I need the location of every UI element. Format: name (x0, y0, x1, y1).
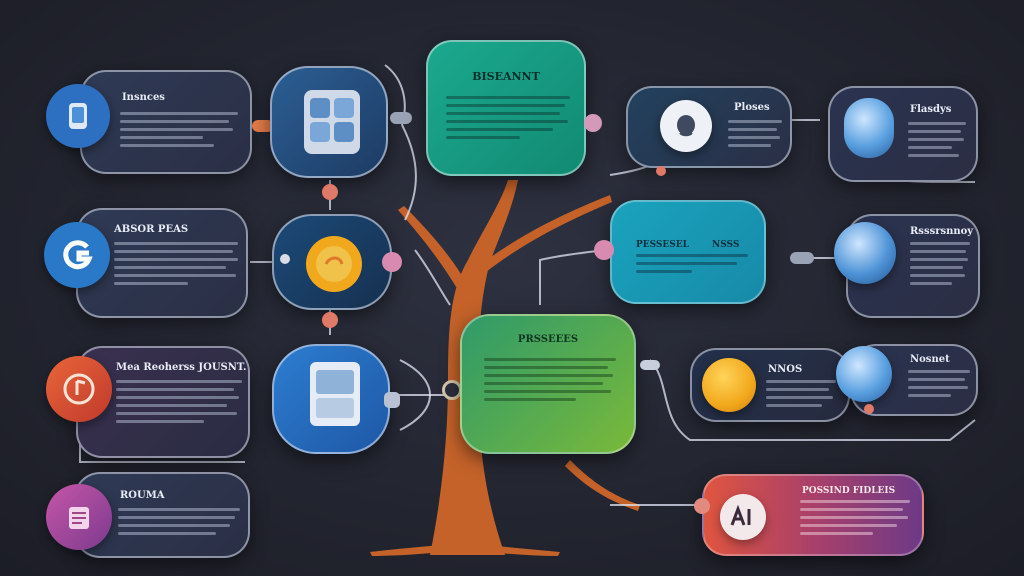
link-knob (280, 254, 290, 264)
card-title: PRSSEEES (517, 334, 579, 345)
card-low-left: Mea Reoherss JOUSNT. (76, 346, 250, 458)
link-pill (384, 392, 400, 408)
ai-badge-icon (720, 494, 766, 540)
card-text-lines (118, 508, 240, 540)
link-pill (790, 252, 814, 264)
tree-root-left (370, 545, 445, 556)
card-title: Ploses (734, 102, 770, 113)
tree-branch-low (565, 460, 640, 511)
card-title: PESSESEL (636, 240, 689, 250)
card-text-lines (908, 370, 970, 402)
card-text-lines (484, 358, 616, 406)
orange-orb-icon (702, 358, 756, 412)
card-title-secondary: NSSS (712, 240, 740, 250)
link-pill (640, 360, 660, 370)
card-title: Nosnet (910, 354, 950, 365)
card-text-lines (446, 96, 570, 144)
link-knob (864, 404, 874, 414)
link-pill (390, 112, 412, 124)
crystal-ball-icon (836, 346, 892, 402)
card-title: NNOS (768, 364, 803, 375)
glass-orb-icon (834, 222, 896, 284)
card-top-center: BISEANNT (426, 40, 586, 176)
card-title: Rsssrsnnoy (910, 226, 974, 237)
card-mid-right-cyan: PESSESEL NSSS (610, 200, 766, 304)
card-text-lines (636, 254, 748, 278)
grid-app-icon (270, 66, 388, 178)
link-knob (382, 252, 402, 272)
link-knob (322, 312, 338, 328)
link-knob (694, 498, 710, 514)
card-title: ROUMA (120, 490, 165, 501)
card-title: Insnces (122, 92, 165, 103)
sun-badge-icon (272, 214, 392, 310)
music-note-icon (46, 356, 112, 422)
link-knob (442, 380, 462, 400)
card-text-lines (120, 112, 238, 152)
link-knob (322, 184, 338, 200)
card-title: POSSIND FIDLEIS (802, 486, 896, 496)
card-text-lines (766, 380, 836, 412)
card-text-lines (908, 122, 966, 162)
card-text-lines (114, 242, 238, 290)
card-bottom-right: POSSIND FIDLEIS (702, 474, 924, 556)
link-knob (584, 114, 602, 132)
tree-branch-right (480, 195, 612, 272)
card-title: Mea Reoherss JOUSNT. (116, 362, 247, 373)
link-pill (252, 120, 274, 132)
crystal-ball-icon (844, 98, 894, 158)
phone-icon (46, 84, 110, 148)
card-text-lines (116, 380, 242, 428)
chat-face-icon (660, 100, 712, 152)
card-text-lines (910, 242, 970, 290)
link-knob (656, 166, 666, 176)
card-title: BISEANNT (472, 70, 540, 83)
scroll-icon (46, 484, 112, 550)
card-title: Flasdys (910, 104, 952, 115)
link-knob (594, 240, 614, 260)
card-text-lines (800, 500, 910, 540)
card-text-lines (728, 120, 782, 152)
tablet-icon (272, 344, 390, 454)
g-logo-icon (44, 222, 110, 288)
card-title: ABSOR PEAS (114, 224, 189, 235)
tree-branch-left (398, 206, 466, 290)
tree-root-right (486, 545, 560, 556)
card-center-green: PRSSEEES (460, 314, 636, 454)
